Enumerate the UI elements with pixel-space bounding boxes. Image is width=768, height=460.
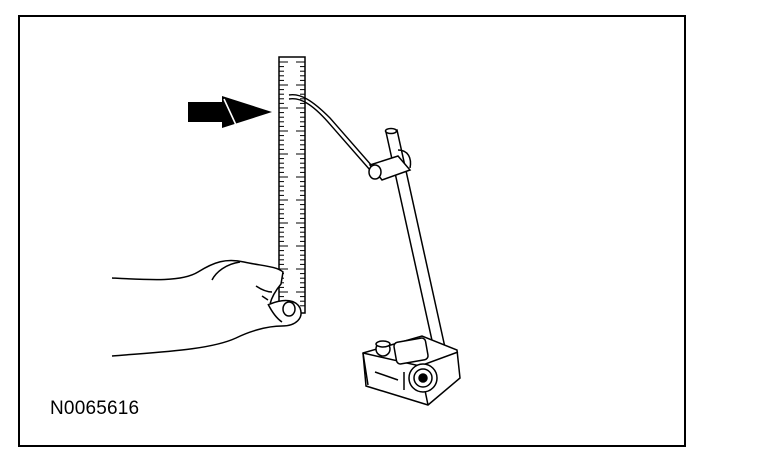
figure-frame xyxy=(18,15,686,447)
pointer-rod xyxy=(288,93,373,171)
magnetic-base xyxy=(362,335,461,406)
figure-reference-number: N0065616 xyxy=(50,398,140,419)
direction-arrow-icon xyxy=(188,96,272,128)
hand xyxy=(111,259,302,357)
dial-indicator-stand xyxy=(362,127,461,406)
